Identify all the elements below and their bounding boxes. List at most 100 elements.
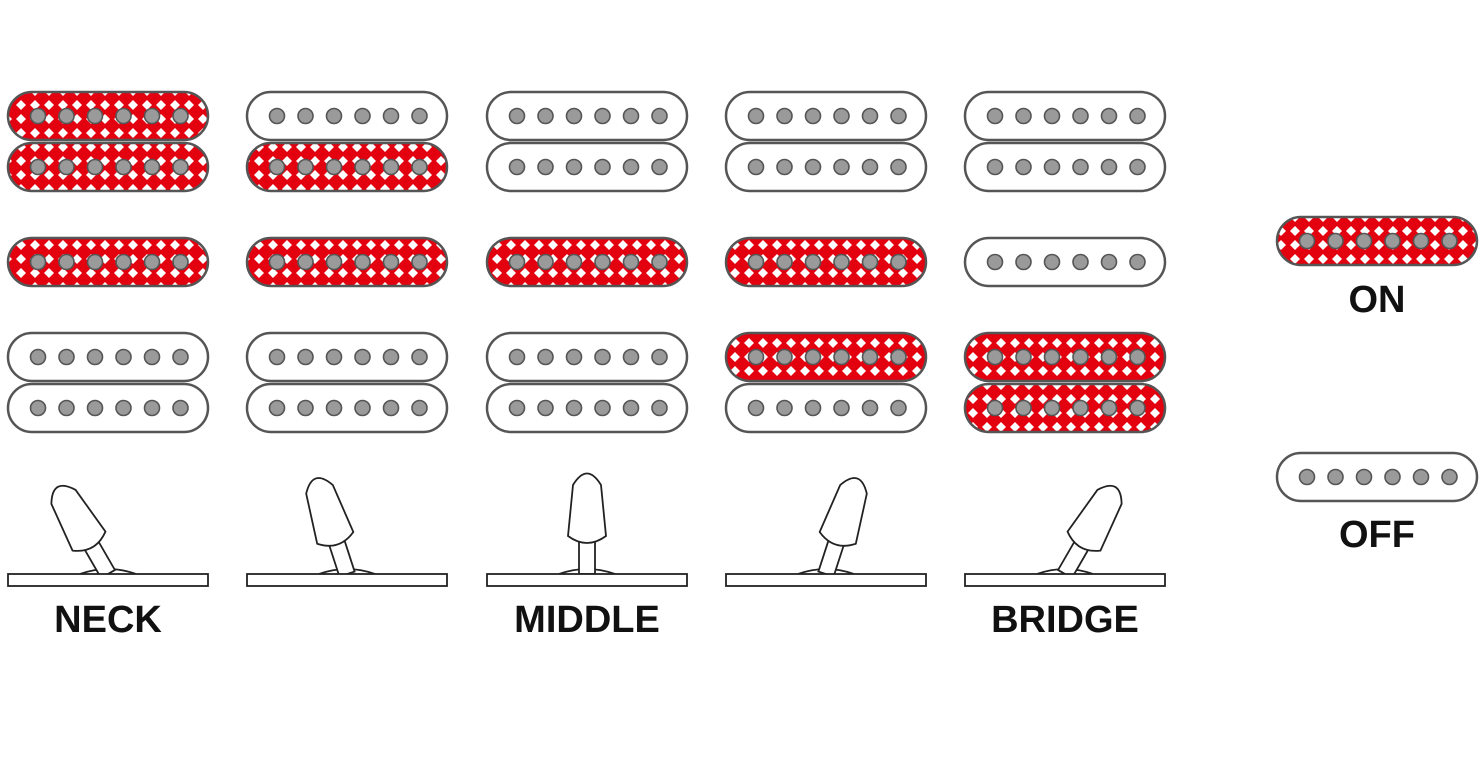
bridge-coil-bottom bbox=[724, 382, 928, 434]
pole-piece bbox=[58, 348, 75, 366]
pole-piece bbox=[986, 348, 1004, 366]
bridge-coil-bottom bbox=[245, 382, 449, 434]
pole-piece bbox=[622, 158, 640, 176]
pole-piece bbox=[804, 399, 822, 417]
middle-single-coil bbox=[6, 236, 210, 288]
neck-coil-bottom bbox=[6, 141, 210, 193]
switch-plate bbox=[725, 573, 927, 587]
pole-piece bbox=[268, 399, 286, 417]
pole-piece bbox=[594, 253, 611, 271]
pole-piece bbox=[1129, 348, 1146, 366]
legend-off-swatch bbox=[1275, 451, 1479, 503]
pole-piece bbox=[411, 253, 428, 271]
pole-piece bbox=[861, 158, 879, 176]
pole-piece bbox=[1043, 158, 1061, 176]
pole-piece bbox=[297, 107, 314, 125]
pole-piece bbox=[411, 399, 428, 417]
pole-piece bbox=[86, 158, 104, 176]
pole-piece bbox=[411, 158, 428, 176]
pole-piece bbox=[594, 399, 611, 417]
pole-piece bbox=[115, 107, 132, 125]
pole-piece bbox=[776, 399, 793, 417]
pole-piece bbox=[804, 158, 822, 176]
pole-piece bbox=[651, 107, 668, 125]
pole-piece bbox=[29, 107, 47, 125]
pole-piece bbox=[411, 107, 428, 125]
switch-lever bbox=[50, 484, 117, 580]
pole-piece bbox=[508, 399, 526, 417]
legend-on-swatch bbox=[1275, 215, 1479, 267]
pole-piece bbox=[268, 107, 286, 125]
switch-lever bbox=[567, 472, 607, 575]
selector-switch bbox=[486, 472, 688, 587]
pole-piece bbox=[143, 158, 161, 176]
bridge-coil-top bbox=[6, 331, 210, 383]
pole-piece bbox=[747, 399, 765, 417]
bridge-coil-top bbox=[724, 331, 928, 383]
pole-piece bbox=[1129, 253, 1146, 271]
bridge-coil-bottom bbox=[6, 382, 210, 434]
pole-piece bbox=[1100, 348, 1118, 366]
pole-piece bbox=[172, 348, 189, 366]
switch-lever bbox=[1056, 484, 1123, 580]
pole-piece bbox=[1043, 253, 1061, 271]
neck-humbucker bbox=[485, 90, 689, 193]
legend-on bbox=[1275, 215, 1479, 267]
pole-piece bbox=[861, 399, 879, 417]
bridge-coil-bottom bbox=[485, 382, 689, 434]
pole-piece bbox=[172, 107, 189, 125]
pole-piece bbox=[1015, 399, 1032, 417]
pole-piece bbox=[565, 107, 583, 125]
pole-piece bbox=[537, 253, 554, 271]
pole-piece bbox=[861, 253, 879, 271]
pole-piece bbox=[1441, 468, 1458, 486]
pole-piece bbox=[986, 158, 1004, 176]
pole-piece bbox=[143, 348, 161, 366]
pole-piece bbox=[297, 253, 314, 271]
pole-piece bbox=[411, 348, 428, 366]
pole-piece bbox=[1043, 399, 1061, 417]
pole-piece bbox=[565, 348, 583, 366]
bridge-humbucker bbox=[724, 331, 928, 434]
pole-piece bbox=[1100, 399, 1118, 417]
pole-piece bbox=[382, 348, 400, 366]
pole-piece bbox=[297, 348, 314, 366]
pole-piece bbox=[1100, 158, 1118, 176]
pole-piece bbox=[861, 348, 879, 366]
bridge-humbucker bbox=[6, 331, 210, 434]
pole-piece bbox=[1355, 232, 1373, 250]
switch-position-4 bbox=[724, 90, 928, 587]
pole-piece bbox=[986, 399, 1004, 417]
pole-piece bbox=[1015, 348, 1032, 366]
legend-off bbox=[1275, 451, 1479, 503]
pole-piece bbox=[1015, 107, 1032, 125]
pole-piece bbox=[537, 348, 554, 366]
pole-piece bbox=[172, 158, 189, 176]
selector-switch bbox=[725, 477, 927, 587]
neck-coil-top bbox=[485, 90, 689, 142]
pole-piece bbox=[1100, 253, 1118, 271]
neck-coil-bottom bbox=[724, 141, 928, 193]
pole-piece bbox=[58, 107, 75, 125]
bridge-coil-top bbox=[245, 331, 449, 383]
bridge-humbucker bbox=[963, 331, 1167, 434]
pole-piece bbox=[1327, 232, 1344, 250]
pole-piece bbox=[747, 348, 765, 366]
pole-piece bbox=[58, 253, 75, 271]
pole-piece bbox=[747, 158, 765, 176]
pole-piece bbox=[986, 107, 1004, 125]
pole-piece bbox=[594, 107, 611, 125]
bridge-coil-top bbox=[485, 331, 689, 383]
pole-piece bbox=[1384, 468, 1401, 486]
pole-piece bbox=[776, 348, 793, 366]
pole-piece bbox=[325, 158, 343, 176]
neck-coil-top bbox=[963, 90, 1167, 142]
pole-piece bbox=[1072, 253, 1089, 271]
neck-coil-bottom bbox=[963, 141, 1167, 193]
pole-piece bbox=[354, 107, 371, 125]
bridge-coil-bottom bbox=[963, 382, 1167, 434]
pole-piece bbox=[776, 253, 793, 271]
pole-piece bbox=[297, 158, 314, 176]
pole-piece bbox=[29, 348, 47, 366]
